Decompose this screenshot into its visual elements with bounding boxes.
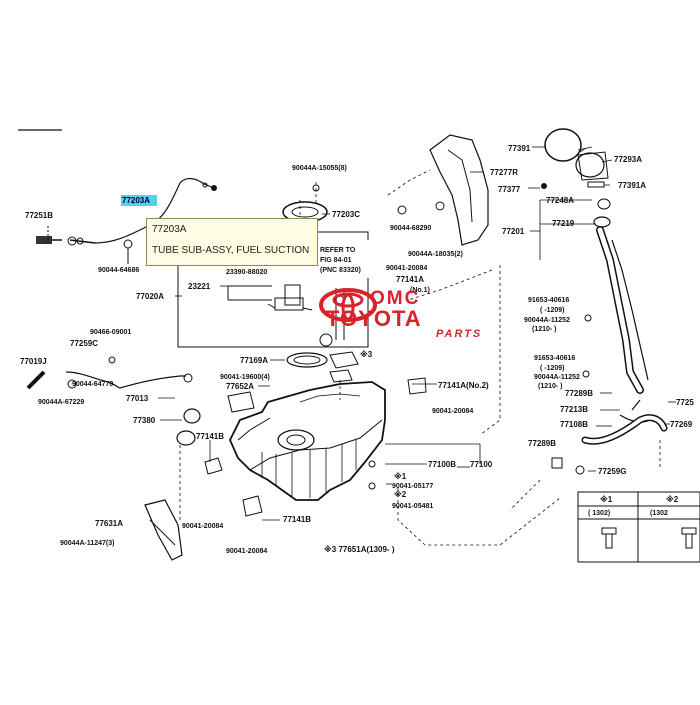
fuel-tank xyxy=(229,381,386,501)
label-77019j[interactable]: 77019J xyxy=(20,357,47,366)
label-91653-40616-b[interactable]: 91653-40616 xyxy=(534,355,575,362)
label-90044-64686[interactable]: 90044-64686 xyxy=(98,267,139,274)
tooltip-description: TUBE SUB-ASSY, FUEL SUCTION xyxy=(152,245,310,256)
label-77277r[interactable]: 77277R xyxy=(490,168,518,177)
label-77293a[interactable]: 77293A xyxy=(614,155,642,164)
label-77201[interactable]: 77201 xyxy=(502,227,525,236)
part-labels: 77251B 90044-64686 77020A 23221 23390-88… xyxy=(20,144,694,555)
mark-3-a: ※3 xyxy=(360,349,373,359)
label-77652a[interactable]: 77652A xyxy=(226,382,254,391)
label-77248a[interactable]: 77248A xyxy=(546,196,574,205)
label-77631a[interactable]: 77631A xyxy=(95,519,123,528)
label-77213b[interactable]: 77213B xyxy=(560,405,588,414)
label-77013[interactable]: 77013 xyxy=(126,394,149,403)
label-90041-05177[interactable]: 90041-05177 xyxy=(392,483,433,490)
table-cell-2: (1302 xyxy=(650,510,668,517)
label-77203c[interactable]: 77203C xyxy=(332,210,360,219)
label-90466-09001[interactable]: 90466-09001 xyxy=(90,329,131,336)
table-header-1: ※1 xyxy=(600,494,613,504)
label-77377[interactable]: 77377 xyxy=(498,185,521,194)
note-line1: REFER TO xyxy=(320,247,356,254)
label-1209-b: ( -1209) xyxy=(540,365,565,372)
label-77169a[interactable]: 77169A xyxy=(240,356,268,365)
label-90044a-11252-b[interactable]: 90044A-11252 xyxy=(534,374,580,381)
label-1209-a: ( -1209) xyxy=(540,307,565,314)
label-77100[interactable]: 77100 xyxy=(470,460,493,469)
label-77100b[interactable]: 77100B xyxy=(428,460,456,469)
label-91653-40616-a[interactable]: 91653-40616 xyxy=(528,297,569,304)
label-90044a-67229[interactable]: 90044A-67229 xyxy=(38,399,84,406)
label-90044-64770[interactable]: 90044-64770 xyxy=(72,381,113,388)
table-cell-1: ( 1302) xyxy=(588,510,610,517)
label-77141b-left[interactable]: 77141B xyxy=(196,432,224,441)
label-90041-20084-b[interactable]: 90041-20084 xyxy=(226,548,267,555)
label-77391a[interactable]: 77391A xyxy=(618,181,646,190)
label-23221[interactable]: 23221 xyxy=(188,282,211,291)
label-23390-88020[interactable]: 23390-88020 xyxy=(226,269,267,276)
label-77259c[interactable]: 77259C xyxy=(70,339,98,348)
table-header-2: ※2 xyxy=(666,494,679,504)
label-77141a-no2[interactable]: 77141A(No.2) xyxy=(438,381,489,390)
mark-1: ※1 xyxy=(394,471,407,481)
footnote-77651a: ※3 77651A(1309- ) xyxy=(324,544,395,554)
label-77289b-a[interactable]: 77289B xyxy=(565,389,593,398)
filler-pipe xyxy=(593,216,649,394)
label-1210-b: (1210- ) xyxy=(538,383,563,390)
label-77380[interactable]: 77380 xyxy=(133,416,156,425)
label-77289b-b[interactable]: 77289B xyxy=(528,439,556,448)
label-77219[interactable]: 77219 xyxy=(552,219,575,228)
label-77141a[interactable]: 77141A xyxy=(396,275,424,284)
selected-part-highlight xyxy=(121,195,157,206)
label-77108b[interactable]: 77108B xyxy=(560,420,588,429)
label-90041-19600[interactable]: 90041-19600(4) xyxy=(220,374,270,381)
label-90041-20084-a[interactable]: 90041-20084 xyxy=(182,523,223,530)
part-tooltip: 77203A TUBE SUB-ASSY, FUEL SUCTION xyxy=(146,218,318,266)
label-77251b[interactable]: 77251B xyxy=(25,211,53,220)
label-90044-68290[interactable]: 90044-68290 xyxy=(390,225,431,232)
label-77141b-bottom[interactable]: 77141B xyxy=(283,515,311,524)
label-90041-20084-d[interactable]: 90041-20084 xyxy=(432,408,473,415)
label-77391[interactable]: 77391 xyxy=(508,144,531,153)
refer-note-box: REFER TO FIG 84-01 (PNC 83320) xyxy=(318,240,378,278)
label-90044a-11247[interactable]: 90044A-11247(3) xyxy=(60,540,115,547)
label-90044a-15055[interactable]: 90044A-15055(8) xyxy=(292,165,347,172)
label-7725[interactable]: 7725 xyxy=(676,398,694,407)
note-line3: (PNC 83320) xyxy=(320,267,361,274)
label-90041-05481[interactable]: 90041-05481 xyxy=(392,503,433,510)
label-77020a[interactable]: 77020A xyxy=(136,292,164,301)
label-90044a-11252-a[interactable]: 90044A-11252 xyxy=(524,317,570,324)
label-90044a-18035[interactable]: 90044A-18035(2) xyxy=(408,251,463,258)
label-77141a-no1: (No.1) xyxy=(410,287,430,294)
selected-part-label[interactable]: 77203A xyxy=(122,196,151,205)
label-90041-20084-c[interactable]: 90041-20084 xyxy=(386,265,427,272)
label-77269[interactable]: 77269 xyxy=(670,420,693,429)
note-line2: FIG 84-01 xyxy=(320,257,352,264)
tooltip-part-number: 77203A xyxy=(152,224,187,235)
label-77259g[interactable]: 77259G xyxy=(598,467,626,476)
label-1210-a: (1210- ) xyxy=(532,326,557,333)
bolt-reference-table: ※1 ※2 ( 1302) (1302 xyxy=(577,491,700,563)
mark-2: ※2 xyxy=(394,489,407,499)
